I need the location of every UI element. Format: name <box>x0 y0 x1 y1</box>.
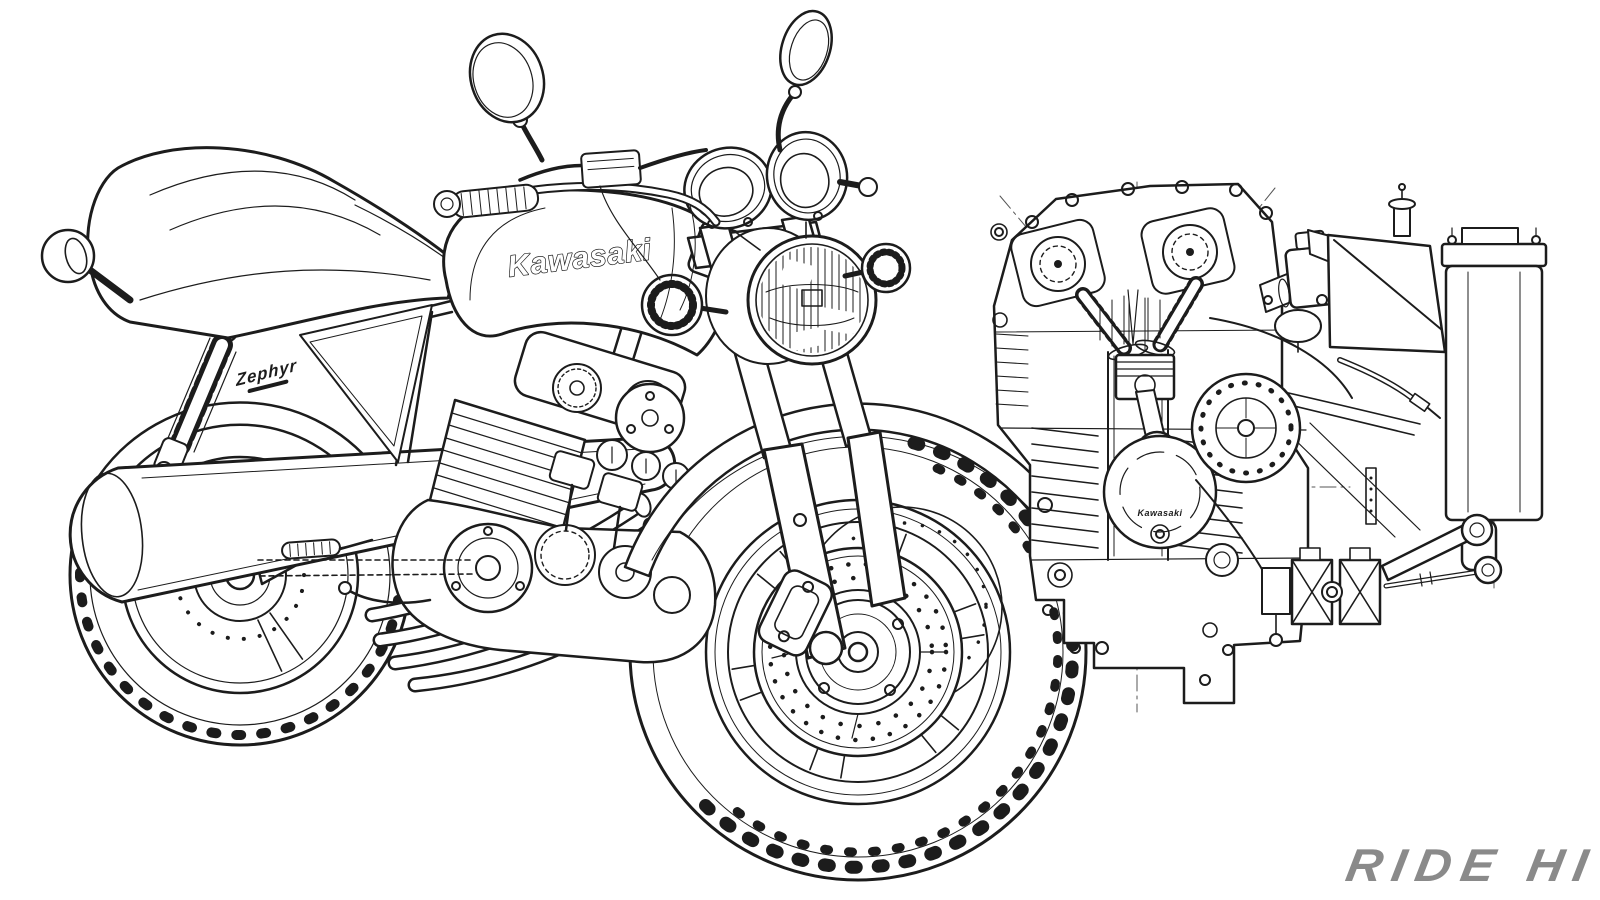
ride-hi-watermark: RIDE HI <box>1342 839 1600 891</box>
engine-cutaway <box>254 330 717 664</box>
airbox <box>1307 183 1447 419</box>
headlight-assembly <box>640 227 912 366</box>
air-cleaner-canister <box>1440 227 1548 572</box>
brake-lever <box>638 148 708 170</box>
front-brake-caliper <box>757 569 833 657</box>
clutch-assembly <box>1190 372 1302 484</box>
cam-chain-cover <box>614 382 686 454</box>
frame <box>299 298 652 467</box>
left-mirror <box>468 32 546 163</box>
engine-cross-section-figure: Kawasaki <box>990 180 1548 713</box>
engine-case-stamp: Kawasaki <box>1137 508 1182 518</box>
crankcase: Kawasaki <box>1037 317 1421 686</box>
footpeg <box>281 538 341 560</box>
seat-and-tail <box>40 146 460 340</box>
headlight-lens <box>761 247 861 353</box>
right-mirror <box>775 9 833 153</box>
float-bowl <box>1274 309 1322 343</box>
camshaft-chambers <box>1010 207 1236 308</box>
valve-cover-bolts <box>990 180 1273 328</box>
handlebar-controls <box>433 9 833 321</box>
rear-shock-absorber <box>153 322 238 479</box>
motorcycle-cutaway-figure: Kawasaki Zephyr <box>40 9 1088 882</box>
suspension-linkage <box>1261 513 1503 647</box>
